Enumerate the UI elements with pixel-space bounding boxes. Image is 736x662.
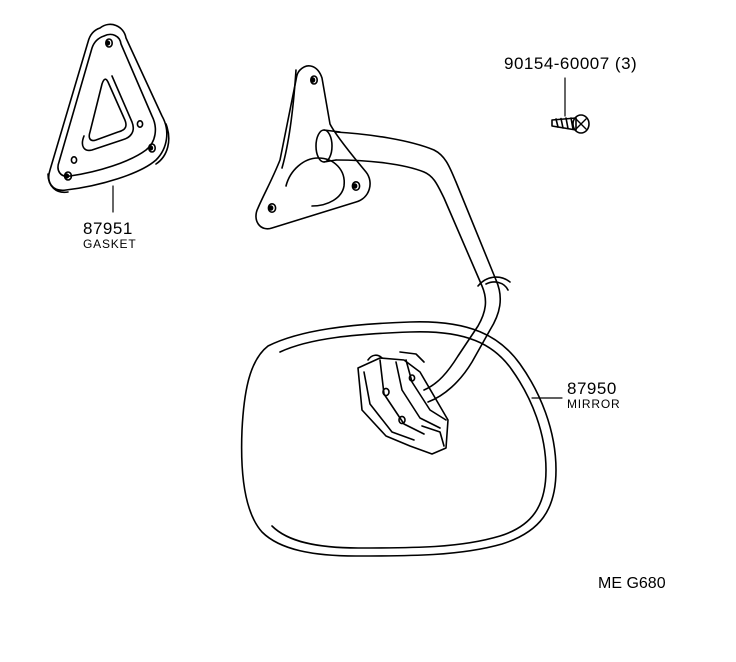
- mirror-part: [240, 65, 563, 557]
- gasket-part: [47, 23, 170, 213]
- screw-part-number: 90154-60007 (3): [504, 54, 638, 73]
- drawing-code: ME G680: [598, 575, 666, 592]
- mirror-part-name: MIRROR: [567, 397, 621, 411]
- gasket-part-number: 87951: [83, 219, 133, 238]
- mirror-part-number: 87950: [567, 379, 617, 398]
- gasket-part-name: GASKET: [83, 237, 137, 251]
- screw-part: [551, 77, 590, 134]
